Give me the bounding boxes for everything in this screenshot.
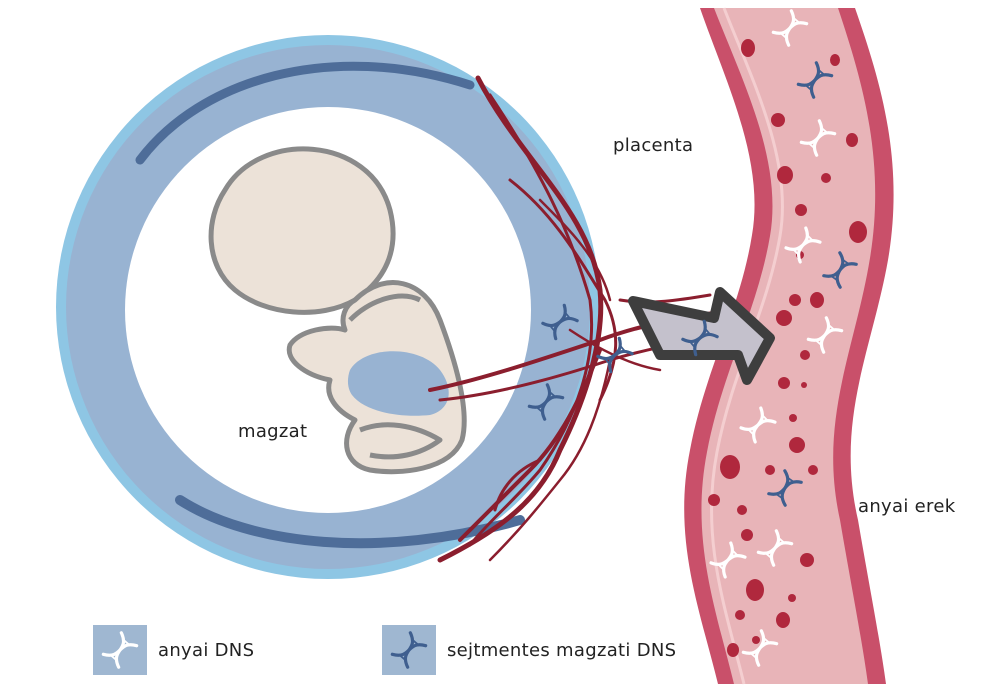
blood-cells	[708, 39, 867, 657]
blood-cell	[801, 382, 807, 388]
blood-cell	[737, 505, 747, 515]
blood-cell	[789, 437, 805, 453]
blood-cell	[765, 465, 775, 475]
blood-cell	[746, 579, 764, 601]
blood-cell	[777, 166, 793, 184]
blood-cell	[776, 310, 792, 326]
blood-cell	[800, 553, 814, 567]
blood-cell	[727, 643, 739, 657]
blood-cell	[821, 173, 831, 183]
blood-cell	[795, 204, 807, 216]
blood-cell	[789, 294, 801, 306]
fetus-arm	[348, 293, 422, 322]
blood-cell	[788, 594, 796, 602]
blood-cell	[720, 455, 740, 479]
label-maternal-vessels: anyai erek	[858, 496, 956, 517]
blood-cell	[741, 529, 753, 541]
blood-cell	[810, 292, 824, 308]
blood-cell	[778, 377, 790, 389]
amnion-dark-arc-top	[135, 61, 475, 165]
blood-cell	[741, 39, 755, 57]
blood-cell	[800, 350, 810, 360]
blood-cell	[771, 113, 785, 127]
blood-cell	[849, 221, 867, 243]
blood-cell	[789, 414, 797, 422]
blood-cell	[776, 612, 790, 628]
blood-cell	[708, 494, 720, 506]
legend-label-fetal-dna: sejtmentes magzati DNS	[447, 640, 677, 661]
vessel-lumen	[701, 8, 876, 684]
yolk-sac	[347, 351, 449, 416]
blood-cell	[808, 465, 818, 475]
fetus-leg	[359, 422, 443, 460]
legend-label-maternal-dna: anyai DNS	[158, 640, 255, 661]
blood-cell	[830, 54, 840, 66]
blood-cell	[846, 133, 858, 147]
label-fetus: magzat	[238, 421, 308, 442]
legend-icons	[93, 625, 436, 675]
maternal-vessel	[684, 7, 894, 685]
label-placenta: placenta	[613, 135, 694, 156]
blood-cell	[752, 636, 760, 644]
fetus-head	[208, 146, 396, 315]
blood-cell	[735, 610, 745, 620]
